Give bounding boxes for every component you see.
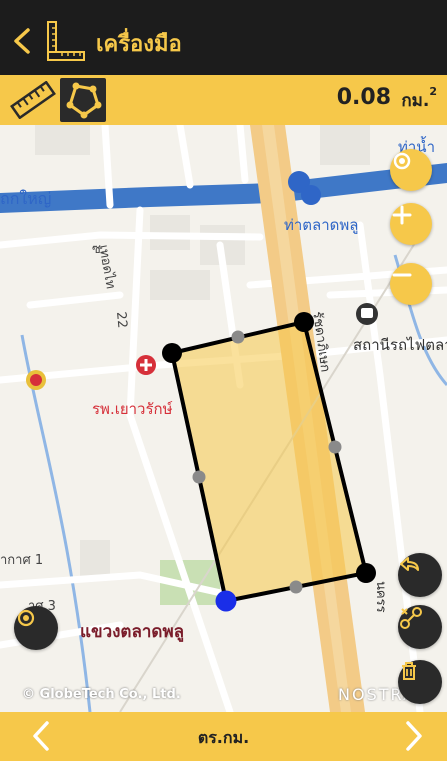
- chevron-left-icon: [14, 28, 30, 54]
- delete-button[interactable]: [398, 660, 442, 704]
- map-label-akat-1: ากาศ 1: [0, 553, 44, 568]
- locate-button[interactable]: [390, 149, 432, 191]
- page-title: เครื่องมือ: [96, 32, 182, 57]
- undo-icon: [400, 557, 419, 571]
- map-label-train-station: สถานีรถไฟตลา: [353, 336, 447, 354]
- map-label-district: แขวงตลาดพลู: [80, 622, 185, 642]
- remove-point-icon: [400, 607, 422, 629]
- nostra-logo: NOSTRA: [338, 685, 416, 704]
- map-label-soi: ซ.: [92, 242, 105, 257]
- ruler-icon: [10, 80, 56, 120]
- map-label-place-2: ถกใหญ่: [0, 189, 52, 208]
- chevron-left-icon: [33, 721, 49, 751]
- map-label-soi-22: 22: [113, 311, 130, 329]
- area-unit: กม.2: [401, 85, 437, 111]
- zoom-out-button[interactable]: [390, 263, 432, 305]
- zoom-in-button[interactable]: [390, 203, 432, 245]
- distance-mode-button[interactable]: [10, 80, 56, 120]
- minus-icon: [392, 273, 412, 277]
- map-view[interactable]: ท่าน้ำ ถกใหญ่ ท่าตลาดพลู ซ. เทอดไท 22 สถ…: [0, 125, 447, 712]
- map-label-pier: ท่าตลาดพลู: [284, 216, 359, 234]
- copyright-text: © GlobeTech Co., Ltd.: [22, 687, 181, 702]
- unit-label: ตร.กม.: [197, 728, 250, 747]
- unit-bar: ตร.กม.: [0, 712, 447, 761]
- map-label-road-bottom: นครร: [373, 581, 388, 613]
- ruler-square-icon: [46, 20, 86, 62]
- back-button[interactable]: [10, 22, 38, 60]
- prev-unit-button[interactable]: [30, 718, 52, 761]
- polygon-icon: [66, 82, 102, 119]
- map-label-hospital: รพ.เยาวรักษ์: [92, 400, 173, 418]
- area-mode-button[interactable]: [60, 78, 106, 122]
- top-bar: เครื่องมือ: [0, 0, 447, 75]
- next-unit-button[interactable]: [403, 718, 425, 761]
- target-icon: [393, 152, 411, 170]
- gps-button[interactable]: [14, 606, 58, 650]
- location-target-icon: [17, 609, 35, 627]
- map-canvas: [0, 125, 447, 712]
- undo-button[interactable]: [398, 553, 442, 597]
- area-value: 0.08: [336, 85, 391, 110]
- trash-icon: [402, 662, 416, 680]
- chevron-right-icon: [406, 721, 422, 751]
- remove-point-button[interactable]: [398, 605, 442, 649]
- plus-icon: [392, 205, 412, 225]
- measure-toolbar: 0.08 กม.2: [0, 75, 447, 125]
